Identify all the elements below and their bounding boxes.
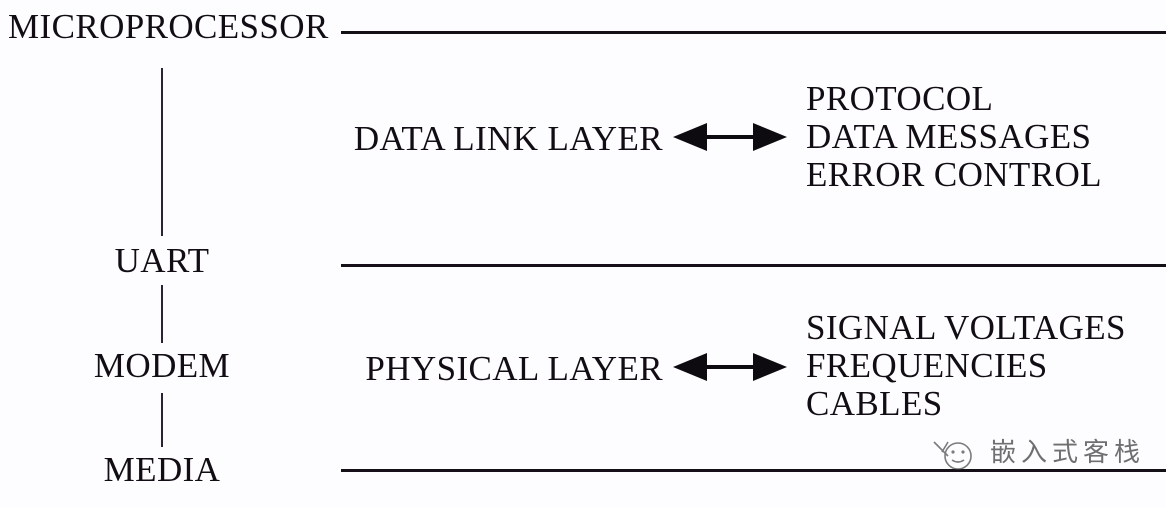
layer-name-data-link: DATA LINK LAYER <box>353 119 663 158</box>
watermark-text: 嵌入式客栈 <box>990 438 1146 468</box>
double-headed-arrow-icon-data-link <box>671 121 789 155</box>
attribute-item: DATA MESSAGES <box>806 117 1092 156</box>
stack-connector-segment-modem-media <box>161 393 163 447</box>
stack-node-modem: MODEM <box>93 346 231 385</box>
diagram-title: MICROPROCESSOR <box>8 7 329 46</box>
attribute-item: CABLES <box>806 384 943 423</box>
stack-node-uart: UART <box>114 241 210 280</box>
attribute-item: FREQUENCIES <box>806 346 1048 385</box>
double-headed-arrow-icon-physical <box>671 351 789 385</box>
layer-name-physical: PHYSICAL LAYER <box>365 349 663 388</box>
divider-top <box>341 31 1166 34</box>
divider-middle <box>341 264 1166 267</box>
attribute-list-data-link: PROTOCOL DATA MESSAGES ERROR CONTROL <box>806 80 1102 194</box>
attribute-item: SIGNAL VOLTAGES <box>806 308 1126 347</box>
stack-node-media: MEDIA <box>103 450 221 489</box>
attribute-item: PROTOCOL <box>806 79 994 118</box>
attribute-list-physical: SIGNAL VOLTAGES FREQUENCIES CABLES <box>806 309 1126 423</box>
smiley-face-icon <box>928 436 990 476</box>
attribute-item: ERROR CONTROL <box>806 155 1102 194</box>
stack-connector-segment-uart-modem <box>161 285 163 343</box>
divider-bottom <box>341 469 1166 472</box>
watermark: 嵌入式客栈 <box>928 434 1156 478</box>
stack-connector-segment-microprocessor-uart <box>161 68 163 236</box>
